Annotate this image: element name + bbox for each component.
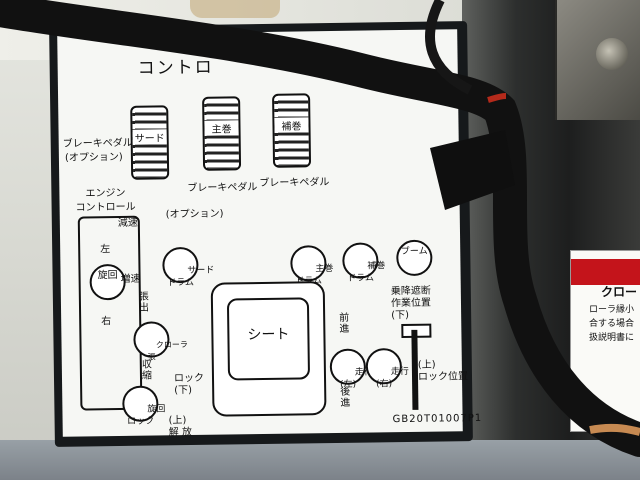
warning-label-red-band — [571, 259, 640, 285]
red-wire-tip — [487, 93, 507, 103]
warning-label-text: ローラ縁小 合する場合 扱説明書に — [589, 305, 635, 343]
copper-wire — [589, 423, 640, 436]
warning-label-title: クロー — [601, 285, 638, 299]
cable-main — [0, 0, 640, 457]
electrical-tape-patch — [430, 130, 515, 210]
floor-plate — [0, 440, 640, 480]
cable-thin — [425, 0, 473, 95]
hex-bolt — [596, 38, 628, 70]
warning-label-right: クロー ローラ縁小 合する場合 扱説明書に — [570, 250, 640, 432]
rust-stain — [190, 0, 280, 18]
